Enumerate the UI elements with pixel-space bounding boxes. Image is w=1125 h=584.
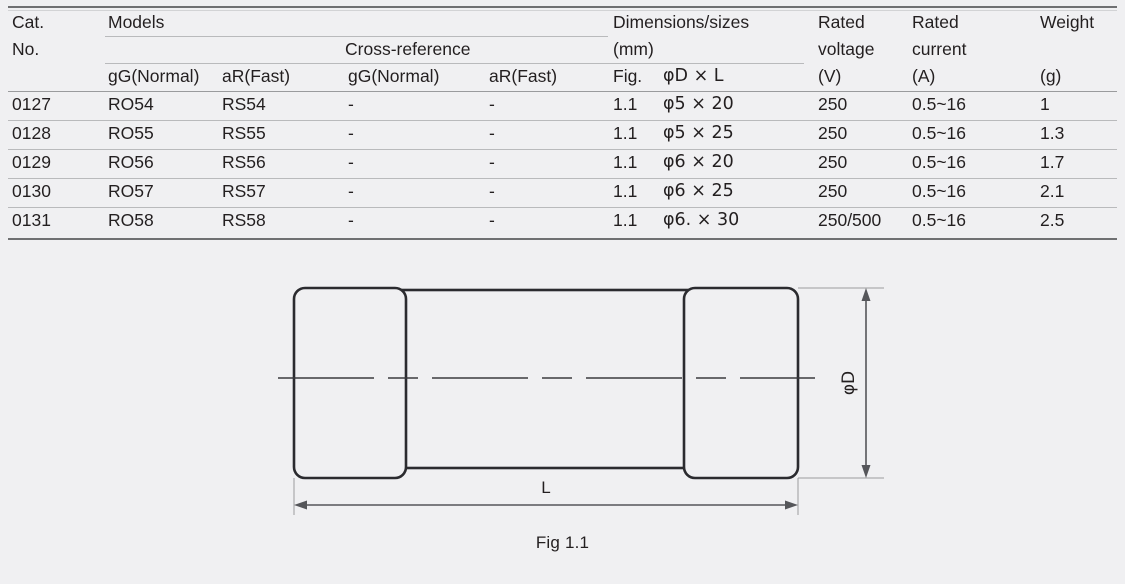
cell-size: φ6 × 25 [663,181,734,201]
header-rated-current-unit: (A) [912,66,936,86]
diameter-dimension-label: φD [839,371,859,395]
cell-cat-no: 0130 [12,181,51,201]
cell-xref-ar: - [489,123,495,143]
cell-xref-ar: - [489,94,495,114]
header-models-gg: gG(Normal) [108,66,200,86]
cell-fig: 1.1 [613,210,638,230]
cell-cat-no: 0131 [12,210,51,230]
table-bottom-border [8,238,1117,240]
cell-voltage: 250 [818,94,848,114]
cell-cat-no: 0127 [12,94,51,114]
fuse-drawing-svg: φD L [278,286,884,515]
cell-weight: 1.7 [1040,152,1065,172]
cell-model-gg: RO58 [108,210,154,230]
cell-current: 0.5~16 [912,123,967,143]
cell-size: φ6. × 30 [663,210,740,230]
cell-model-ar: RS54 [222,94,266,114]
cell-model-gg: RO56 [108,152,154,172]
header-models-ar: aR(Fast) [222,66,291,86]
table-top-border-secondary [8,10,1117,11]
cell-model-ar: RS57 [222,181,266,201]
figure-caption: Fig 1.1 [535,533,590,552]
cell-current: 0.5~16 [912,152,967,172]
cell-current: 0.5~16 [912,94,967,114]
header-rated-voltage-line1: Rated [818,12,865,32]
fuse-body [398,288,694,470]
header-dimensions-line2: (mm) [613,39,654,59]
fuse-dimension-drawing: φD L [0,250,1125,579]
cell-fig: 1.1 [613,152,638,172]
header-rated-voltage-line2: voltage [818,39,875,59]
cell-model-gg: RO57 [108,181,154,201]
cell-current: 0.5~16 [912,181,967,201]
cell-xref-ar: - [489,181,495,201]
cell-cat-no: 0128 [12,123,51,143]
header-cat-no-line1: Cat. [12,12,45,32]
header-xref-gg: gG(Normal) [348,66,440,86]
header-cross-reference: Cross-reference [345,39,471,59]
cell-model-gg: RO54 [108,94,154,114]
row-separator [8,120,1117,121]
cell-xref-gg: - [348,94,354,114]
cell-weight: 2.1 [1040,181,1065,201]
cell-voltage: 250 [818,123,848,143]
cell-fig: 1.1 [613,181,638,201]
header-phi-d-l: φD × L [663,66,724,86]
diameter-dimension-line [861,288,871,478]
cell-xref-gg: - [348,152,354,172]
row-separator [8,207,1117,208]
cell-weight: 2.5 [1040,210,1065,230]
cell-fig: 1.1 [613,123,638,143]
header-rated-voltage-unit: (V) [818,66,842,86]
fuse-end-cap-right [682,286,800,480]
cell-xref-gg: - [348,181,354,201]
header-weight-unit: (g) [1040,66,1062,86]
header-models: Models [108,12,165,32]
header-bottom-rule [8,91,1117,92]
cell-size: φ5 × 25 [663,123,734,143]
models-group-rule [105,36,608,37]
cell-xref-gg: - [348,123,354,143]
cell-voltage: 250/500 [818,210,882,230]
dimensions-group-rule [608,63,804,64]
header-rated-current-line2: current [912,39,967,59]
cell-model-ar: RS55 [222,123,266,143]
cell-current: 0.5~16 [912,210,967,230]
header-cat-no-line2: No. [12,39,40,59]
header-rated-current-line1: Rated [912,12,959,32]
cell-cat-no: 0129 [12,152,51,172]
cell-voltage: 250 [818,152,848,172]
table-top-border [8,6,1117,8]
cell-model-ar: RS56 [222,152,266,172]
cell-model-ar: RS58 [222,210,266,230]
header-xref-ar: aR(Fast) [489,66,558,86]
cell-xref-gg: - [348,210,354,230]
cell-size: φ6 × 20 [663,152,734,172]
extension-lines [293,287,884,515]
length-dimension-line [294,500,798,510]
cell-xref-ar: - [489,210,495,230]
cross-reference-group-rule [105,63,608,64]
fuse-end-cap-left [292,286,408,480]
row-separator [8,178,1117,179]
row-separator [8,149,1117,150]
cell-weight: 1 [1040,94,1050,114]
header-fig: Fig. [613,66,643,86]
cell-model-gg: RO55 [108,123,154,143]
cell-size: φ5 × 20 [663,94,734,114]
header-dimensions-line1: Dimensions/sizes [613,12,750,32]
cell-voltage: 250 [818,181,848,201]
cell-fig: 1.1 [613,94,638,114]
header-weight: Weight [1040,12,1095,32]
cell-xref-ar: - [489,152,495,172]
cell-weight: 1.3 [1040,123,1065,143]
length-dimension-label: L [541,478,550,497]
